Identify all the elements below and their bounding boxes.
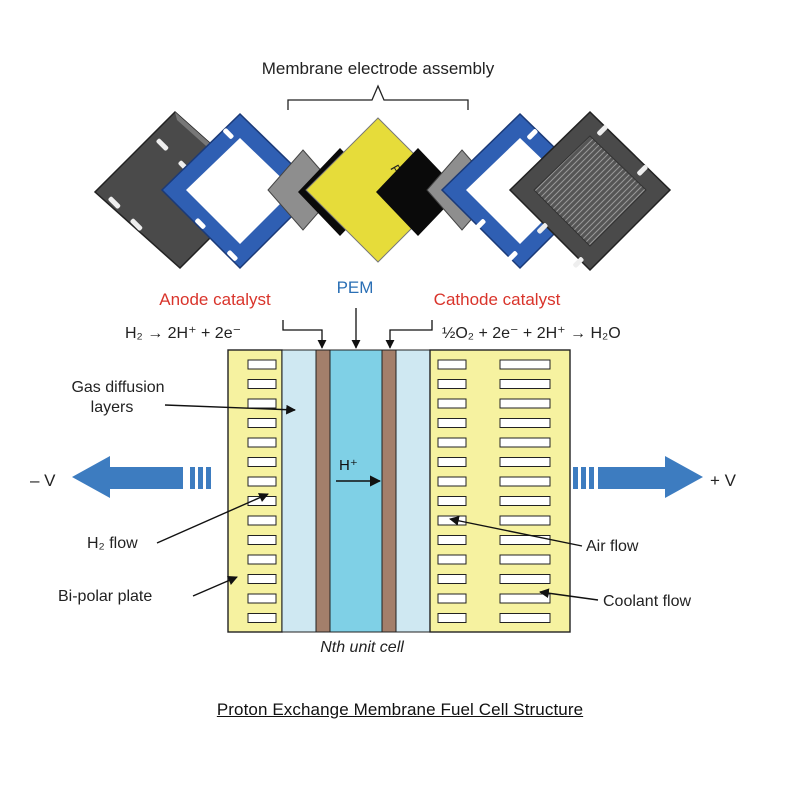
coolant-channel-slot <box>499 574 551 584</box>
h2-channel-slot <box>247 379 277 389</box>
cathode-catalyst-label: Cathode catalyst <box>434 290 561 309</box>
air-channel-slot <box>437 593 467 604</box>
air-channel-slot <box>437 437 467 448</box>
air-channel-slot <box>437 379 467 389</box>
coolant-channel-slot <box>499 535 551 545</box>
unit-cell <box>227 349 571 633</box>
positive-terminal-label: + V <box>710 471 737 490</box>
gas-diffusion-label-line1: Gas diffusion <box>71 379 164 396</box>
h2-channel-slot <box>247 515 277 526</box>
coolant-flow-leader <box>539 588 599 601</box>
coolant-channels <box>499 359 551 623</box>
negative-terminal-label: – V <box>30 471 56 490</box>
negative-terminal-bar-3 <box>206 467 211 489</box>
coolant-channel-slot <box>499 515 551 526</box>
coolant-channel-slot <box>499 418 551 428</box>
figure-caption: Proton Exchange Membrane Fuel Cell Struc… <box>216 700 584 719</box>
air-flow-leader <box>449 515 583 547</box>
air-channel-slot <box>437 457 467 467</box>
h2-channel-slot <box>247 398 277 409</box>
cathode-bipolar-plate <box>429 349 571 633</box>
cathode-catalyst-layer <box>381 349 397 633</box>
h2-channel-slot <box>247 613 277 623</box>
negative-terminal-bar-1 <box>190 467 195 489</box>
negative-terminal: – V <box>30 456 211 498</box>
air-channel-slot <box>437 554 467 565</box>
h2-channel-slot <box>247 359 277 370</box>
negative-terminal-bar-2 <box>198 467 203 489</box>
coolant-channel-slot <box>499 554 551 565</box>
proton-label: H⁺ <box>339 457 358 474</box>
h2-flow-label: H₂ flow <box>87 535 138 552</box>
anode-gas-diffusion-layer <box>281 349 317 633</box>
assembly-bracket <box>287 84 469 110</box>
anode-catalyst-label: Anode catalyst <box>159 290 271 309</box>
assembly-title: Membrane electrode assembly <box>262 59 495 78</box>
bipolar-plate-leader <box>192 575 238 597</box>
air-channel-slot <box>437 574 467 584</box>
h2-channel-slot <box>247 593 277 604</box>
h2-channel-slot <box>247 418 277 428</box>
mea-exploded-view: PEM <box>93 110 672 272</box>
left-flow-frame <box>160 112 320 270</box>
coolant-channel-slot <box>499 359 551 370</box>
h2-channel-slot <box>247 457 277 467</box>
air-flow-label: Air flow <box>586 538 639 555</box>
coolant-channel-slot <box>499 398 551 409</box>
gas-diffusion-label-line2: layers <box>91 399 134 416</box>
coolant-channel-slot <box>499 379 551 389</box>
coolant-channel-slot <box>499 437 551 448</box>
anode-bipolar-plate <box>227 349 283 633</box>
air-channel-slot <box>437 398 467 409</box>
coolant-channel-slot <box>499 457 551 467</box>
pem-label: PEM <box>337 278 374 297</box>
coolant-flow-label: Coolant flow <box>603 593 691 610</box>
bipolar-plate-label: Bi-polar plate <box>58 588 152 605</box>
right-catalyst-piece <box>376 148 460 236</box>
anode-catalyst-layer <box>315 349 331 633</box>
positive-terminal-bar-3 <box>589 467 594 489</box>
air-channel-slot <box>437 359 467 370</box>
h2-channel-slot <box>247 554 277 565</box>
h2-channel-slot <box>247 476 277 487</box>
air-channel-slot <box>437 535 467 545</box>
anode-reaction: H₂ → 2H⁺ + 2e⁻ <box>125 325 241 342</box>
proton-exchange-membrane <box>329 349 383 633</box>
air-channel-slot <box>437 613 467 623</box>
cathode-gas-diffusion-layer <box>395 349 431 633</box>
air-channel-slot <box>437 496 467 506</box>
positive-terminal-bar-1 <box>573 467 578 489</box>
negative-terminal-arrow <box>72 456 183 498</box>
h2-flow-leader <box>156 493 269 544</box>
air-channel-slot <box>437 418 467 428</box>
air-channel-slot <box>437 515 467 526</box>
positive-terminal: + V <box>573 456 737 498</box>
positive-terminal-bar-2 <box>581 467 586 489</box>
coolant-channel-slot <box>499 476 551 487</box>
cathode-catalyst-leader <box>385 320 433 349</box>
gas-diffusion-leader <box>164 404 296 415</box>
anode-catalyst-leader <box>282 320 327 349</box>
coolant-channel-slot <box>499 593 551 604</box>
cathode-reaction: ½O₂ + 2e⁻ + 2H⁺ → H₂O <box>442 325 621 342</box>
unit-cell-label: Nth unit cell <box>320 639 404 656</box>
h2-channel-slot <box>247 437 277 448</box>
h2-channel-slot <box>247 574 277 584</box>
h2-channel-slot <box>247 535 277 545</box>
air-channel-slot <box>437 476 467 487</box>
coolant-channel-slot <box>499 613 551 623</box>
assembly-title-group: Membrane electrode assembly <box>262 59 495 110</box>
right-end-plate <box>508 110 672 272</box>
positive-terminal-arrow <box>598 456 703 498</box>
coolant-channel-slot <box>499 496 551 506</box>
